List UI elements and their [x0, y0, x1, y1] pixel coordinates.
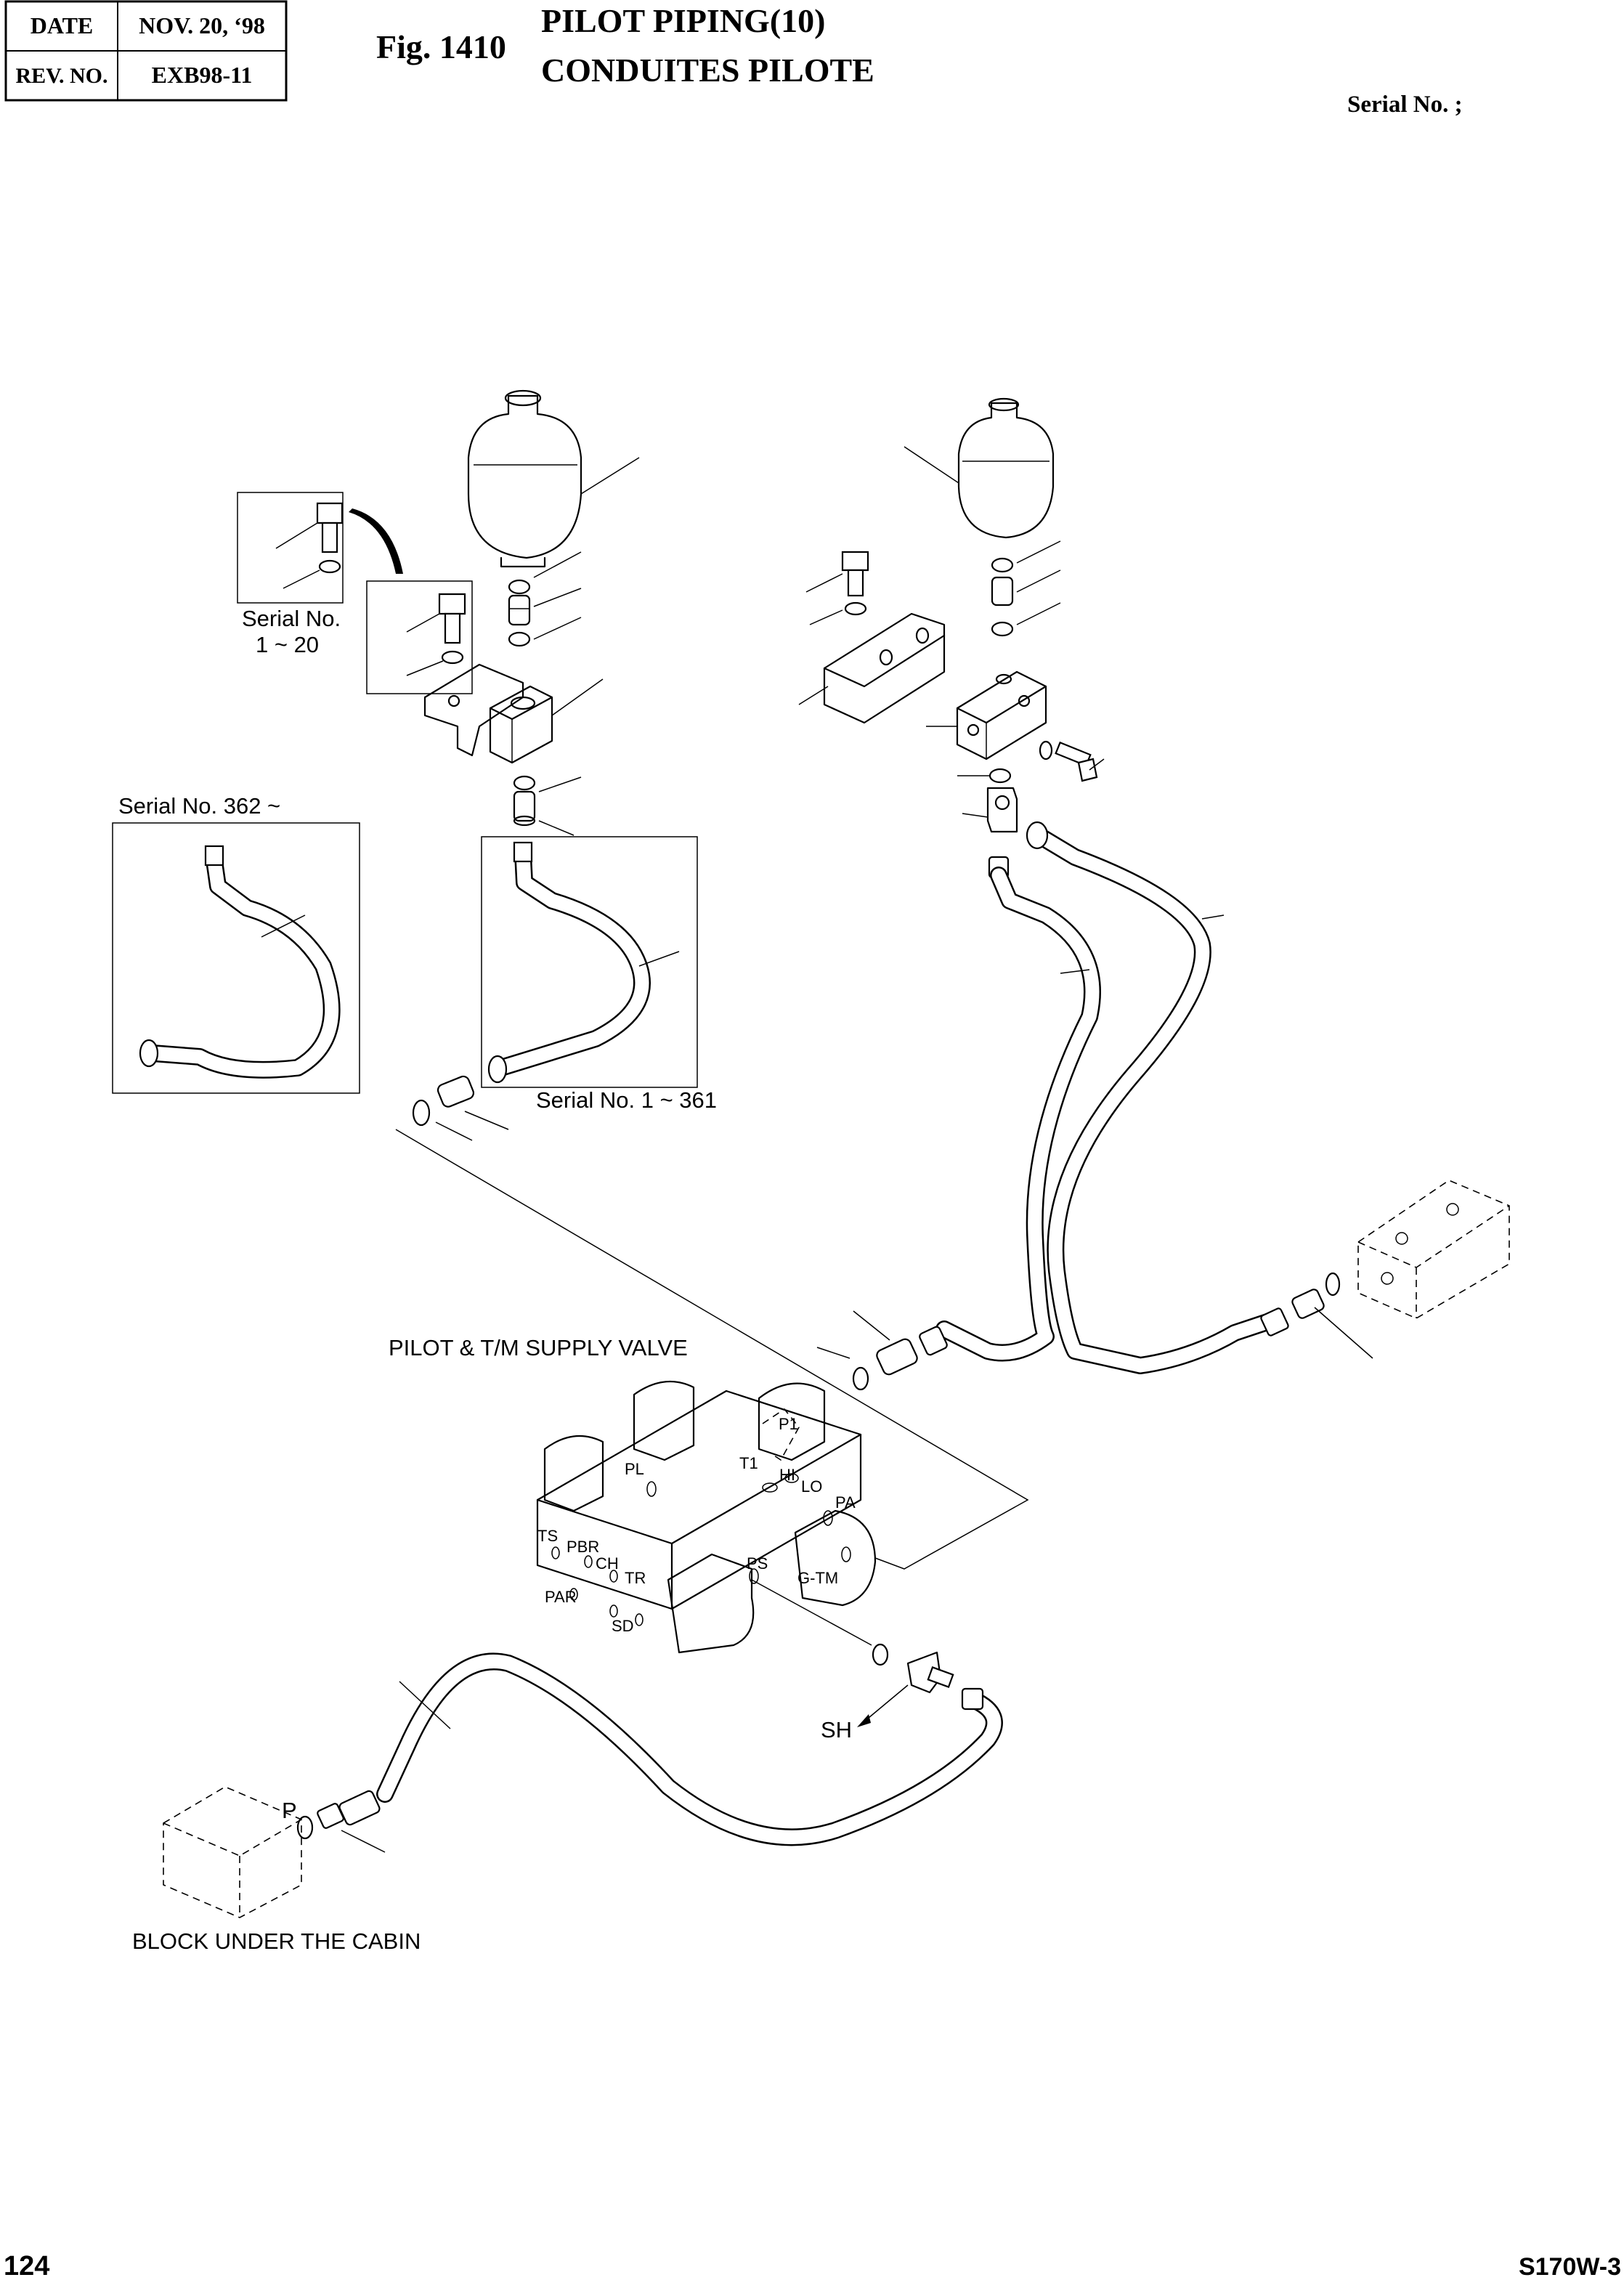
port-ch: CH [596, 1554, 619, 1573]
block-cabin-label: BLOCK UNDER THE CABIN [132, 1928, 421, 1954]
port-p1: P1 [779, 1415, 798, 1433]
serial-1-20-label: Serial No. [242, 606, 341, 631]
inset-serial-1-20 [237, 492, 473, 694]
port-par: PAR [545, 1588, 577, 1606]
port-pbr: PBR [567, 1538, 599, 1556]
right-end-fittings [1260, 1272, 1373, 1359]
revision-table: DATE NOV. 20, ‘98 REV. NO. EXB98-11 [4, 0, 288, 102]
page-number: 124 [4, 2251, 49, 2280]
port-pa: PA [835, 1493, 856, 1512]
rev-label: REV. NO. [16, 64, 108, 88]
serial-1-361-label: Serial No. 1 ~ 361 [536, 1087, 717, 1113]
left-fitting-stack [508, 551, 582, 647]
left-mounting-block [423, 663, 604, 764]
port-lo: LO [801, 1477, 822, 1496]
title-english: PILOT PIPING(10) [541, 2, 825, 39]
model-code: S170W-3 [1519, 2253, 1621, 2280]
valve-inlet-fittings [816, 1310, 948, 1391]
left-adapter [412, 1075, 509, 1141]
right-bolt [805, 551, 869, 625]
inset-serial-1-361 [481, 836, 698, 1088]
left-lower-fitting [513, 775, 582, 836]
right-lower-fittings [957, 768, 1018, 879]
right-accumulator [904, 397, 1061, 637]
right-block [1357, 1180, 1510, 1319]
port-tr: TR [625, 1569, 646, 1587]
lower-tee-fitting [751, 1579, 954, 1727]
port-sd: SD [612, 1617, 634, 1635]
lower-end-fittings [296, 1790, 386, 1853]
port-t1: T1 [739, 1454, 758, 1472]
port-pl: PL [625, 1460, 644, 1478]
rev-value: EXB98-11 [152, 62, 253, 88]
right-hoses [935, 821, 1276, 1374]
serial-362-label: Serial No. 362 ~ [118, 793, 280, 819]
cabin-block [163, 1786, 302, 1918]
port-g-tm: G-TM [797, 1569, 838, 1587]
date-value: NOV. 20, ‘98 [139, 12, 265, 38]
title-french: CONDUITES PILOTE [541, 52, 874, 89]
sh-label: SH [821, 1717, 852, 1743]
lower-hose [376, 1652, 1003, 1846]
p-port-label: P [282, 1798, 297, 1823]
supply-valve-label: PILOT & T/M SUPPLY VALVE [389, 1335, 688, 1360]
serial-1-20-range: 1 ~ 20 [256, 632, 319, 657]
date-label: DATE [31, 12, 94, 38]
right-mounting-block [798, 612, 1105, 782]
inset-serial-362 [112, 822, 360, 1094]
figure-number: Fig. 1410 [376, 28, 506, 65]
serial-header: Serial No. ; [1347, 92, 1463, 118]
port-ts: TS [537, 1527, 558, 1545]
pilot-supply-valve [536, 1380, 877, 1654]
port-ps: PS [747, 1554, 768, 1573]
port-hi: HI [779, 1466, 795, 1484]
left-accumulator [467, 389, 640, 568]
leader-lines [395, 1129, 1029, 1570]
